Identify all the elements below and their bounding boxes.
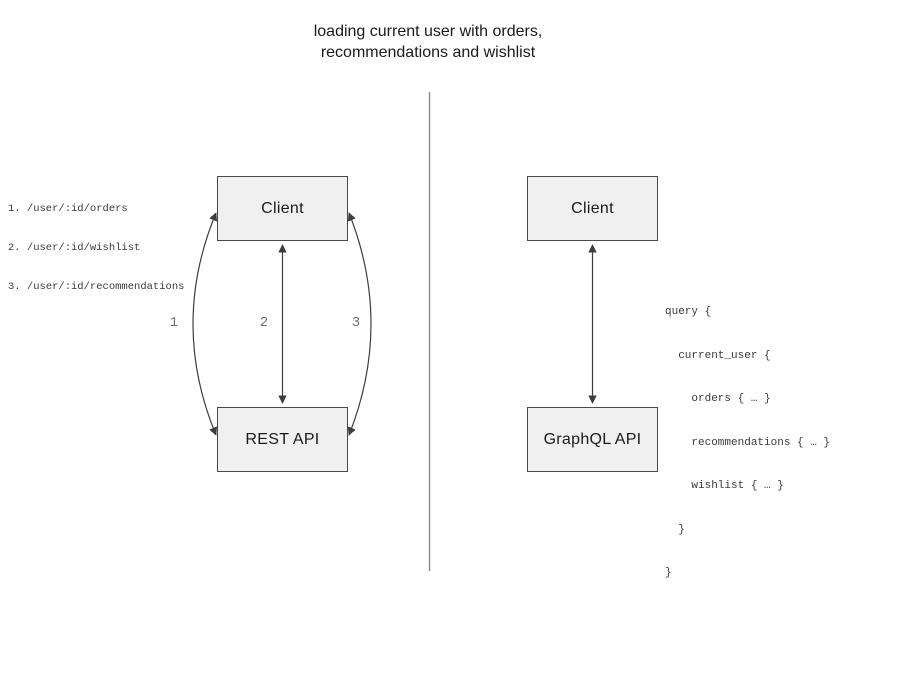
rest-client-box: Client	[217, 176, 348, 241]
rest-endpoint-wishlist: 2. /user/:id/wishlist	[8, 242, 141, 254]
graphql-client-box: Client	[527, 176, 658, 241]
query-line: wishlist { … }	[665, 480, 784, 492]
arrow-label-2: 2	[259, 315, 269, 331]
rest-api-label: REST API	[245, 430, 320, 448]
rest-arrow-1-curve	[192, 212, 217, 436]
query-line: orders { … }	[665, 393, 771, 405]
arrow-label-3: 3	[351, 315, 361, 331]
query-line: recommendations { … }	[665, 436, 831, 449]
graphql-api-box: GraphQL API	[527, 407, 658, 472]
rest-endpoint-recommendations: 3. /user/:id/recommendations	[8, 281, 185, 293]
query-line: current_user {	[665, 349, 771, 362]
graphql-api-label: GraphQL API	[543, 430, 642, 448]
graphql-query-snippet: query { current_user { orders { … } reco…	[665, 276, 830, 610]
rest-endpoint-orders: 1. /user/:id/orders	[8, 203, 128, 215]
query-line: }	[665, 567, 672, 579]
title-line-2: recommendations and wishlist	[320, 44, 536, 61]
rest-endpoint-list: 1. /user/:id/orders 2. /user/:id/wishlis…	[8, 177, 184, 320]
rest-client-label: Client	[261, 199, 304, 217]
diagram-title: loading current user with orders, recomm…	[128, 21, 728, 63]
arrow-label-1: 1	[169, 315, 179, 331]
query-line: query {	[665, 306, 712, 318]
query-line: }	[665, 523, 685, 536]
graphql-client-label: Client	[571, 199, 614, 217]
title-line-1: loading current user with orders,	[313, 23, 543, 40]
rest-api-box: REST API	[217, 407, 348, 472]
